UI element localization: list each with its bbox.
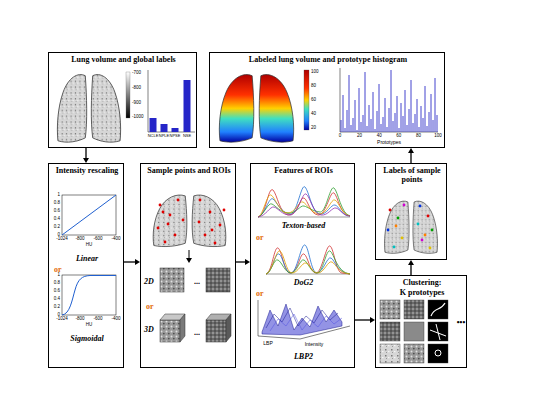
step-box: Clustering:K prototypes ••• — [375, 275, 467, 368]
or-label: or — [256, 289, 264, 298]
box-title: Labels of sample points — [378, 167, 446, 185]
axis-label: NPLE — [159, 134, 169, 138]
axis-label: NPSE — [170, 134, 181, 138]
axis-label: -600 — [93, 317, 102, 322]
axis-label: HU — [86, 243, 93, 248]
flow-arrow — [355, 317, 375, 323]
axis-label: -400 — [111, 317, 120, 322]
axis-label: -900 — [132, 101, 141, 106]
box-title: Sample points and ROIs — [143, 167, 235, 176]
method-label: Linear — [49, 254, 125, 263]
axis-label: LBP — [263, 341, 272, 346]
axis-label: 0.4 — [54, 297, 60, 302]
axis-label: 0.4 — [54, 217, 60, 222]
axis-label: NSE — [183, 134, 191, 138]
axis-label: 0.6 — [54, 289, 60, 294]
ellipsis: ... — [187, 277, 207, 286]
axis-label: 80 — [311, 84, 316, 89]
axis-label: 0.6 — [54, 209, 60, 214]
axis-label: 80 — [416, 134, 421, 139]
flow-arrow — [124, 259, 140, 265]
axis-label: -700 — [132, 71, 141, 76]
axis-label: -800 — [75, 317, 84, 322]
axis-label: -800 — [132, 86, 141, 91]
flow-arrow — [236, 259, 250, 265]
axis-label: Prototypes — [377, 140, 401, 145]
axis-label: NCLE — [148, 134, 159, 138]
axis-label: -800 — [75, 237, 84, 242]
arrow-head — [408, 148, 414, 153]
axis-label: -1024 — [56, 237, 68, 242]
flow-arrow — [83, 148, 89, 163]
axis-label: 1 — [57, 193, 60, 198]
method-label: LBP2 — [251, 352, 356, 361]
ellipsis: ... — [187, 328, 207, 337]
step-box: Labels of sample points — [375, 163, 447, 260]
axis-label: Intensity — [305, 342, 324, 347]
axis-label: 100 — [311, 70, 319, 75]
box-title: Labeled lung volume and prototype histog… — [212, 56, 444, 65]
axis-label: -400 — [111, 237, 120, 242]
axis-label: 0.8 — [54, 201, 60, 206]
arrow-head — [408, 260, 414, 265]
axis-label: 20 — [311, 126, 316, 131]
arrow-line — [85, 148, 86, 158]
or-label: or — [256, 233, 264, 242]
axis-label: 0.2 — [54, 305, 60, 310]
axis-label: 40 — [311, 112, 316, 117]
box-title: Lung volume and global labels — [51, 56, 196, 65]
method-label: 2D — [144, 277, 154, 286]
arrow-line — [355, 319, 370, 320]
axis-label: 60 — [311, 98, 316, 103]
box-title: Intensity rescaling — [51, 167, 123, 176]
method-label: 3D — [144, 325, 154, 334]
method-label: DoG2 — [251, 278, 356, 287]
axis-label: 60 — [396, 134, 401, 139]
box-title: Features of ROIs — [253, 167, 354, 176]
axis-label: -600 — [93, 237, 102, 242]
step-box: Sample points and ROIs 2D... or 3D... — [140, 163, 236, 368]
arrow-line — [124, 261, 135, 262]
or-label: or — [146, 302, 154, 311]
method-label: Sigmoidal — [49, 334, 125, 343]
flow-arrow — [408, 148, 414, 163]
step-box: Features of ROIsTexton-basedorDoG2orLBP2 — [250, 163, 355, 368]
axis-label: -1024 — [56, 317, 68, 322]
axis-label: HU — [86, 323, 93, 328]
axis-label: 100 — [434, 134, 442, 139]
axis-label: 40 — [377, 134, 382, 139]
axis-label: 0.8 — [54, 281, 60, 286]
arrow-line — [410, 265, 411, 275]
axis-label: 20 — [357, 134, 362, 139]
axis-label: 1 — [57, 273, 60, 278]
axis-label: 0.2 — [54, 225, 60, 230]
flow-arrow — [408, 260, 414, 275]
axis-label: -1000 — [132, 115, 144, 120]
step-box: Labeled lung volume and prototype histog… — [209, 52, 445, 148]
box-title: Clustering: — [378, 279, 466, 288]
method-label: Texton-based — [251, 221, 356, 230]
axis-label: 0 — [339, 134, 342, 139]
box-title: K prototypes — [378, 289, 466, 298]
ellipsis: ••• — [454, 318, 468, 327]
arrow-line — [410, 153, 411, 163]
arrow-line — [236, 261, 245, 262]
